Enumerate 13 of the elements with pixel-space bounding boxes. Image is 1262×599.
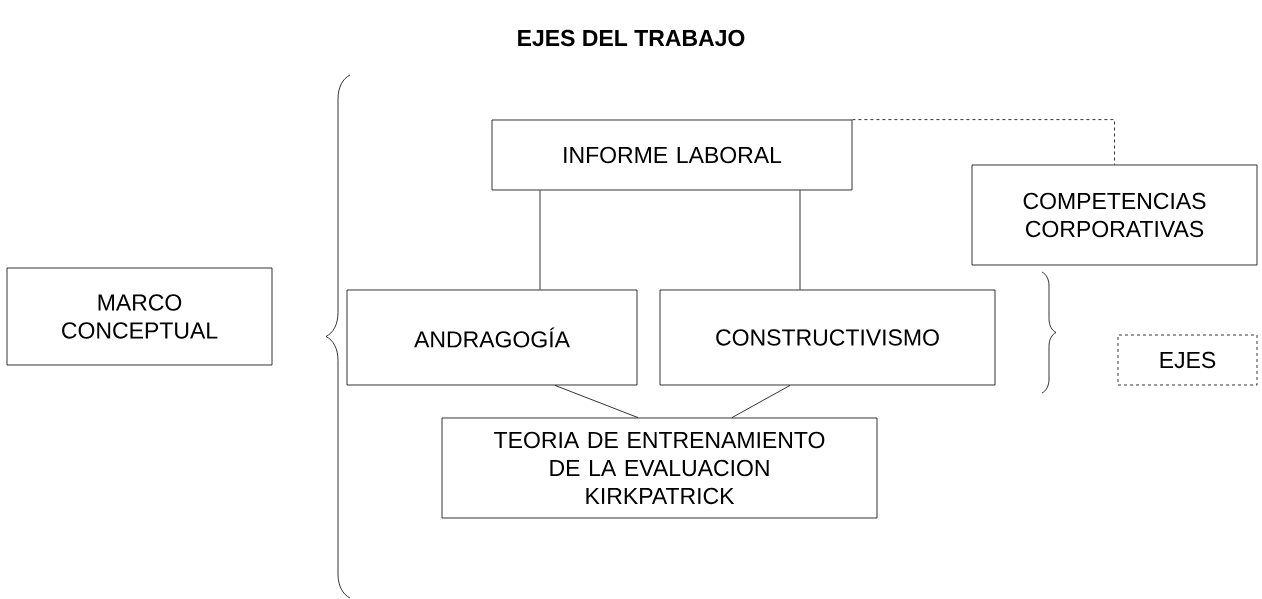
text-box: COMPETENCIAS CORPORATIVAS: [971, 164, 1258, 266]
title: EJES DEL TRABAJO: [518, 29, 745, 47]
text-box: ANDRAGOGÍA: [346, 289, 638, 386]
text-box: MARCO CONCEPTUAL: [6, 267, 273, 366]
text-box: INFORME LABORAL: [491, 119, 853, 191]
dashed-box: EJES: [1117, 334, 1258, 386]
connector-line: [731, 385, 791, 418]
text-box: TEORIA DE ENTRENAMIENTO DE LA EVALUACION KIRKPATRICK: [441, 417, 878, 519]
connector-line: [554, 385, 639, 418]
connector-line: [799, 190, 801, 290]
connector-line: [852, 119, 1115, 165]
connector-line: [539, 190, 541, 290]
text-box: CONSTRUCTIVISMO: [659, 289, 996, 386]
